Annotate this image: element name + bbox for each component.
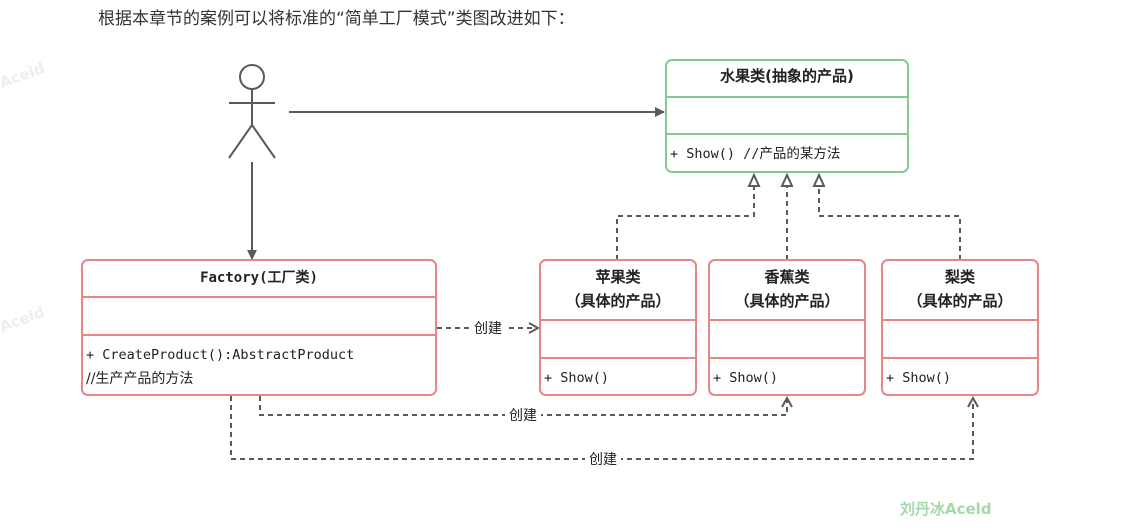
faint-watermark: Aceld <box>0 303 47 336</box>
create-pear-label: 创建 <box>589 452 617 468</box>
pear-method: + Show() <box>886 370 951 386</box>
factory-title: Factory(工厂类) <box>200 269 318 286</box>
apple-inherit-arrow <box>616 175 754 260</box>
abstract-product-class[interactable]: 水果类(抽象的产品) + Show() //产品的某方法 <box>665 59 909 173</box>
banana-class[interactable]: 香蕉类 （具体的产品） + Show() <box>708 259 866 396</box>
pear-class[interactable]: 梨类 （具体的产品） + Show() <box>881 259 1039 396</box>
pear-subtitle: （具体的产品） <box>907 292 1012 310</box>
banana-subtitle: （具体的产品） <box>734 292 839 310</box>
create-apple-label: 创建 <box>474 321 502 337</box>
pear-inherit-arrow <box>819 175 961 260</box>
actor-icon <box>228 64 276 159</box>
pear-title: 梨类 <box>944 268 976 286</box>
faint-watermark: Aceld <box>0 59 47 92</box>
abstract-product-title: 水果类(抽象的产品) <box>720 67 854 85</box>
factory-method: + CreateProduct():AbstractProduct <box>86 347 354 363</box>
apple-subtitle: （具体的产品） <box>565 292 670 310</box>
factory-comment: //生产产品的方法 <box>86 371 193 387</box>
banana-title: 香蕉类 <box>764 268 810 286</box>
intro-text: 根据本章节的案例可以将标准的“简单工厂模式”类图改进如下： <box>98 9 575 29</box>
apple-class[interactable]: 苹果类 （具体的产品） + Show() <box>539 259 697 396</box>
faint-watermarks: Aceld Aceld <box>0 59 47 336</box>
factory-class[interactable]: Factory(工厂类) + CreateProduct():AbstractP… <box>81 259 437 396</box>
apple-title: 苹果类 <box>595 268 641 286</box>
abstract-product-method: + Show() //产品的某方法 <box>670 146 840 162</box>
author-watermark: 刘丹冰Aceld <box>900 500 992 518</box>
apple-method: + Show() <box>544 370 609 386</box>
create-banana-label: 创建 <box>509 408 537 424</box>
banana-method: + Show() <box>713 370 778 386</box>
